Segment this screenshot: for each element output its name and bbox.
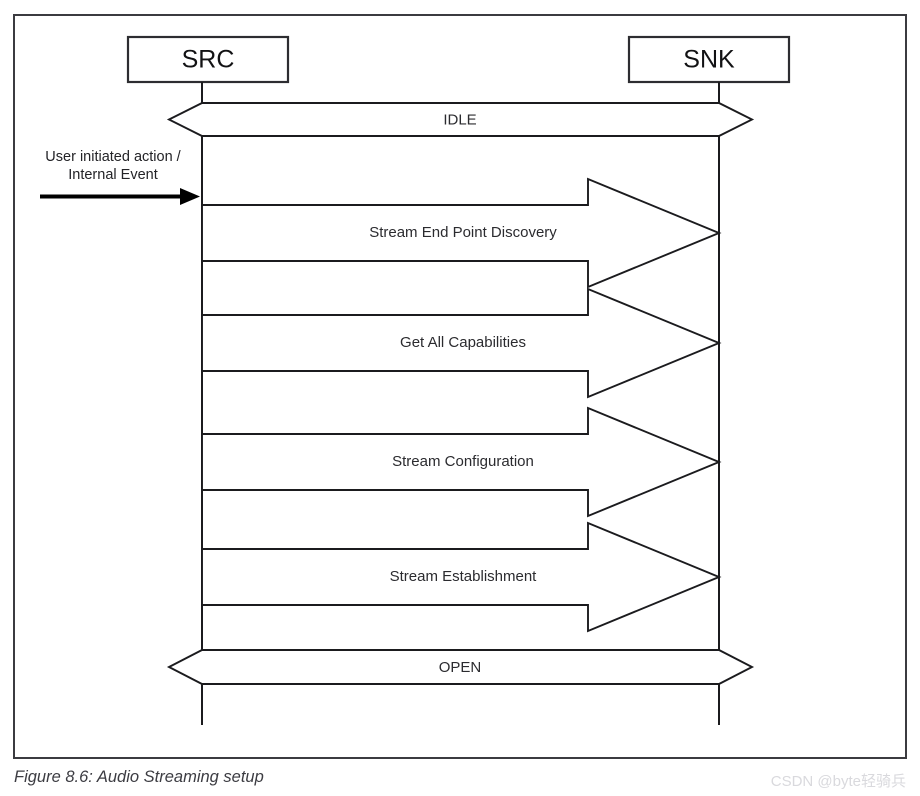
message-arrow-3 — [201, 406, 722, 518]
message-label-4: Stream Establishment — [390, 568, 538, 585]
trigger-text-line2: Internal Event — [68, 167, 157, 183]
watermark-text: CSDN @byte轻骑兵 — [770, 773, 906, 790]
actor-box-src — [126, 35, 290, 84]
state-band-idle — [166, 102, 755, 137]
message-label-3: Stream Configuration — [392, 453, 534, 470]
message-arrow-4 — [201, 521, 722, 633]
state-band-open — [166, 649, 755, 685]
state-label-idle: IDLE — [443, 111, 476, 128]
figure-frame — [13, 14, 907, 759]
state-label-open: OPEN — [439, 659, 482, 676]
trigger-text-line1: User initiated action / — [45, 149, 181, 165]
figure-caption: Figure 8.6: Audio Streaming setup — [14, 768, 264, 786]
actor-label-src: SRC — [182, 46, 235, 74]
actor-box-snk — [627, 35, 791, 84]
message-arrow-2 — [201, 287, 722, 399]
message-label-1: Stream End Point Discovery — [369, 224, 557, 241]
trigger-arrow-icon — [40, 188, 200, 205]
message-label-2: Get All Capabilities — [400, 334, 526, 351]
actor-label-snk: SNK — [683, 46, 735, 74]
message-arrow-1 — [201, 177, 722, 289]
